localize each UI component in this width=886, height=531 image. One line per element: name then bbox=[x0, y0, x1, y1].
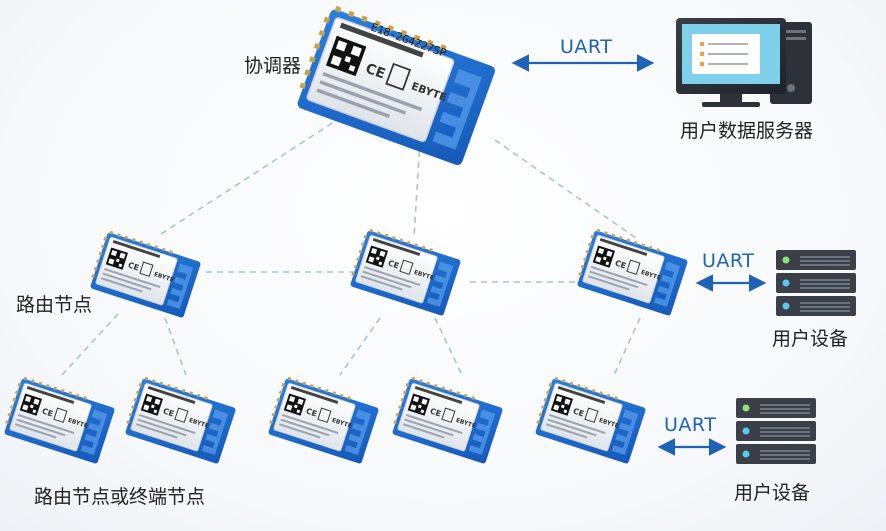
user-device-server-icon-2 bbox=[736, 398, 816, 464]
uart-label-top: UART bbox=[560, 36, 613, 58]
uart-label-mid: UART bbox=[702, 250, 755, 272]
end-module-3 bbox=[265, 375, 381, 465]
coordinator-label: 协调器 bbox=[244, 55, 302, 77]
user-device-label-2: 用户设备 bbox=[734, 482, 811, 504]
user-device-label-1: 用户设备 bbox=[772, 328, 849, 350]
router-nodes-label: 路由节点 bbox=[16, 294, 93, 316]
router-or-end-nodes-label: 路由节点或终端节点 bbox=[34, 486, 206, 508]
router-module-center bbox=[347, 227, 463, 317]
router-module-right bbox=[574, 227, 690, 317]
end-module-5 bbox=[532, 375, 648, 465]
data-server-computer-icon bbox=[676, 18, 812, 107]
server-label: 用户数据服务器 bbox=[680, 120, 814, 142]
mesh-links bbox=[61, 104, 641, 376]
router-module-left bbox=[87, 229, 203, 319]
end-module-1 bbox=[1, 375, 117, 465]
end-module-2 bbox=[122, 375, 238, 465]
user-device-server-icon-1 bbox=[776, 250, 856, 316]
uart-label-bottom: UART bbox=[664, 414, 717, 436]
end-module-4 bbox=[389, 375, 505, 465]
